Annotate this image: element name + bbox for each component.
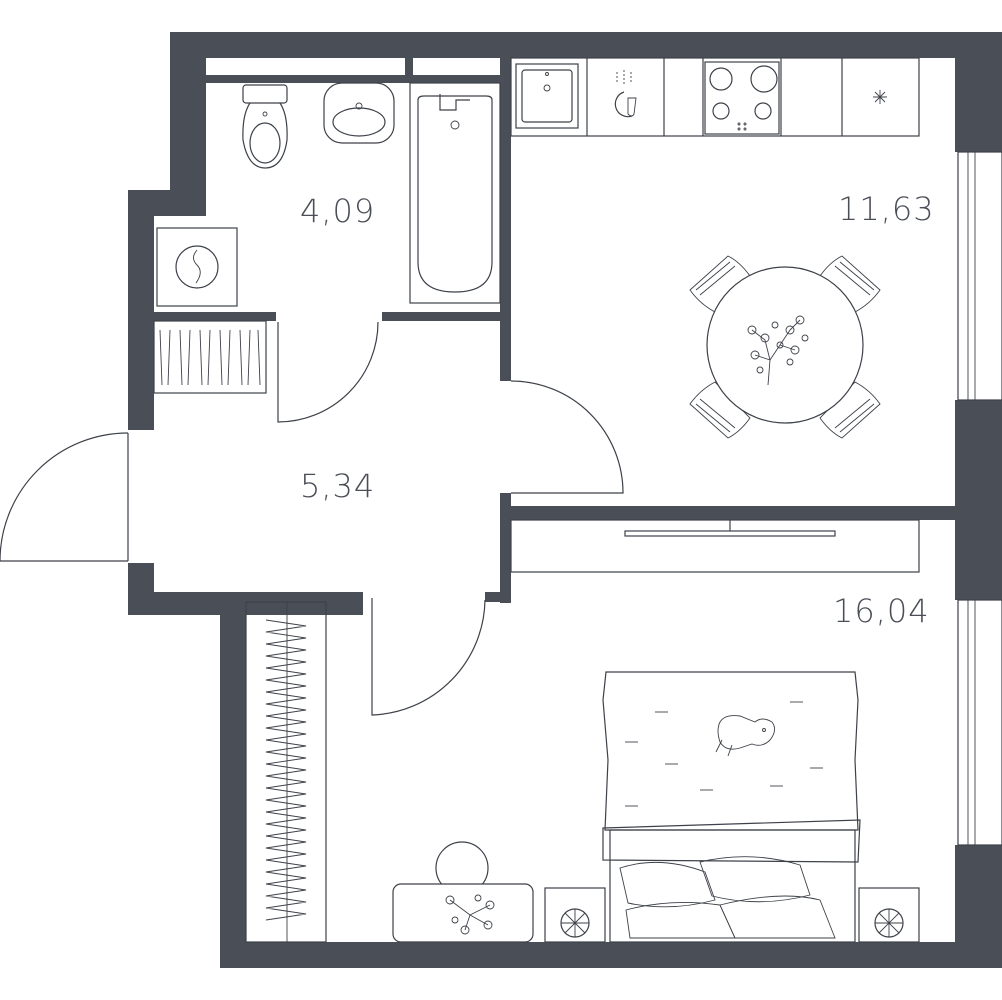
tv-icon: [510, 519, 920, 573]
dining-table-icon: [689, 255, 881, 439]
bathroom-fixtures: [153, 82, 501, 394]
walls: [128, 32, 1002, 968]
dog-icon: [715, 715, 775, 757]
wardrobe-icon: [245, 601, 327, 943]
kitchen-sink-icon: [515, 63, 579, 129]
kitchen-area-label: 11,63: [838, 190, 935, 228]
hallway-area-label: 5,34: [300, 467, 375, 505]
windows: [957, 151, 1002, 846]
bathroom-area-label: 4,09: [300, 192, 375, 230]
washing-machine-icon: [156, 227, 238, 307]
fan-icon: [858, 887, 920, 943]
doors: [0, 321, 624, 716]
bed-icon: [602, 671, 861, 943]
fridge-icon: [873, 90, 887, 104]
kitchen-fixtures: [510, 57, 920, 137]
bedroom-fixtures: [245, 519, 920, 943]
bedroom-area-label: 16,04: [833, 592, 930, 630]
cooktop-icon: [704, 61, 780, 135]
sink-icon: [323, 82, 395, 144]
desk-icon: [392, 841, 534, 943]
dishwasher-icon: [614, 70, 637, 118]
toilet-icon: [242, 84, 288, 169]
fan-icon: [544, 887, 606, 943]
plant-icon: [747, 315, 809, 386]
bathtub-icon: [409, 82, 501, 304]
storage-rack-icon: [153, 320, 267, 394]
